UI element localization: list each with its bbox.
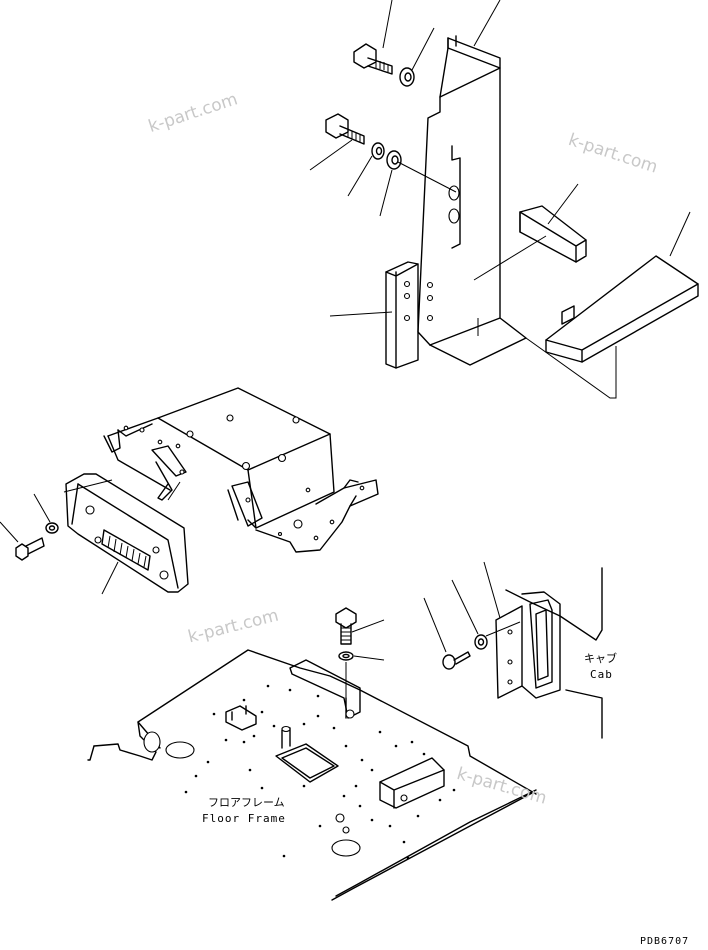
cab-bracket: [495, 591, 561, 699]
floor-bolt: [335, 607, 357, 645]
upper-washer-1: [399, 67, 415, 87]
cover-bolt: [15, 537, 45, 561]
cover-washer: [45, 522, 59, 534]
floor-frame-label-en: Floor Frame: [202, 812, 286, 825]
upper-washer-2: [371, 142, 402, 170]
upper-leader-lines: [309, 0, 691, 399]
middle-leader-lines: [0, 479, 181, 595]
floor-leader-lines: [345, 619, 385, 704]
spacer-block: [385, 261, 419, 369]
cab-label-jp: キャブ: [584, 652, 617, 665]
upper-bolt-2: [325, 113, 365, 145]
drawing-number: PDB6707: [640, 936, 690, 947]
cab-washer: [474, 634, 488, 650]
cab-leader-lines: [423, 561, 521, 653]
cover-panel: [65, 473, 189, 593]
cab-label-en: Cab: [590, 668, 613, 681]
floor-frame: [87, 649, 537, 901]
vertical-bracket: [417, 35, 527, 366]
floor-frame-label-jp: フロアフレーム: [208, 796, 285, 809]
long-pad: [545, 255, 699, 363]
small-pad: [519, 205, 587, 263]
floor-dots: [184, 684, 456, 860]
cab-panel: [505, 567, 603, 739]
cab-screw: [442, 651, 471, 670]
floor-washer: [338, 651, 354, 661]
console-box: [103, 387, 379, 553]
upper-bolt-1: [353, 43, 393, 75]
